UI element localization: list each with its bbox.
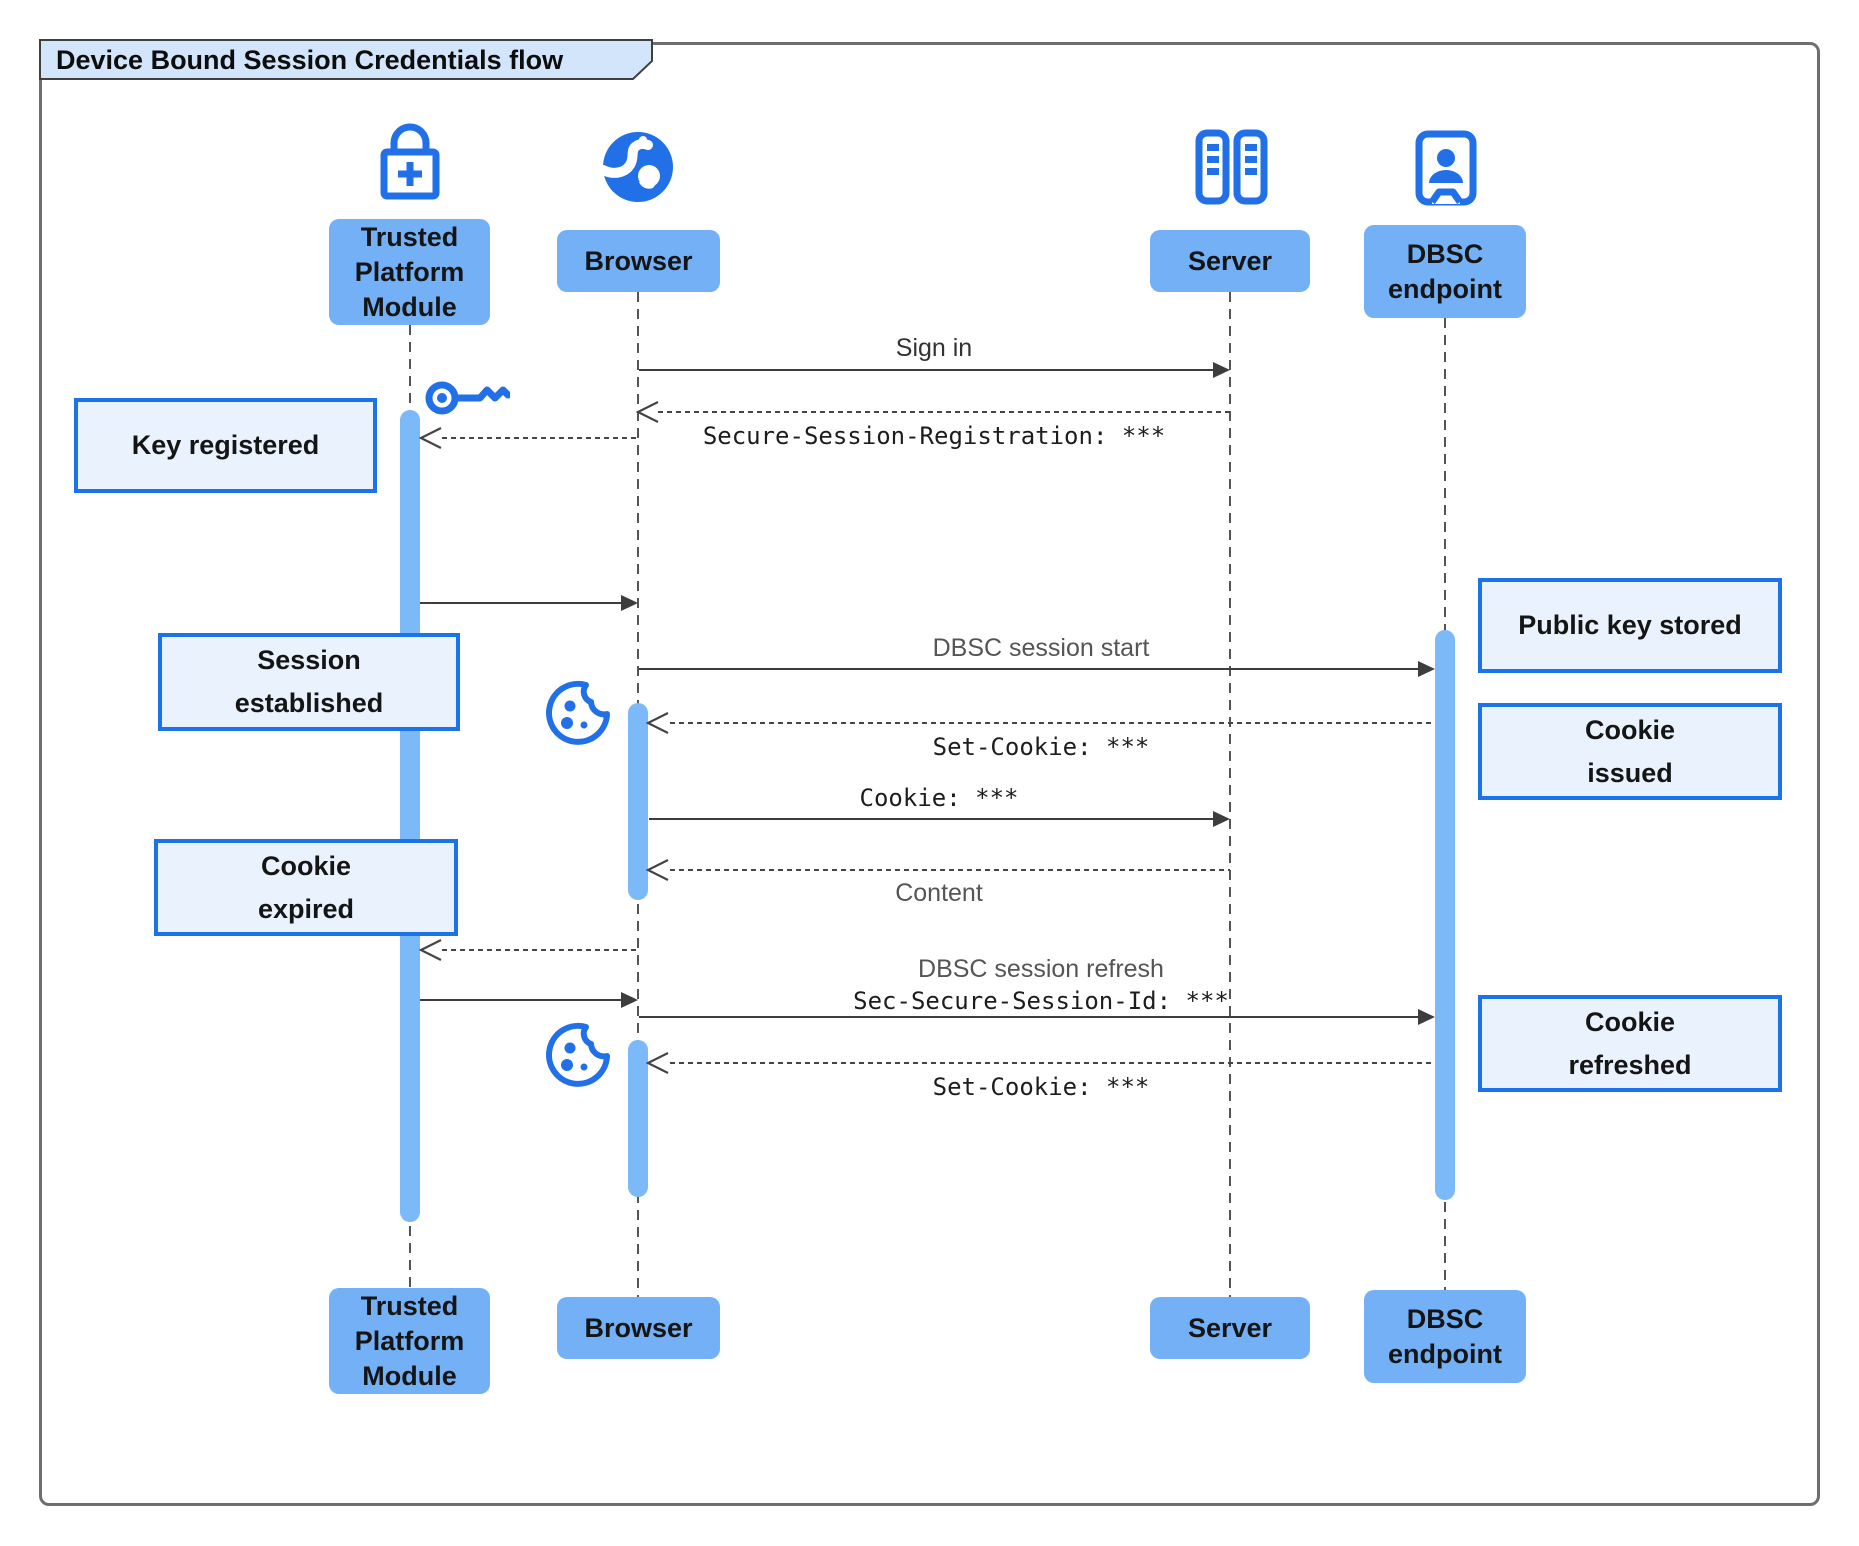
message-label-set-cookie-1: Set-Cookie: *** <box>932 733 1150 761</box>
message-label-dbsc-session-start: DBSC session start <box>932 634 1150 662</box>
arrow-sign-in <box>639 369 1215 371</box>
globe-icon <box>599 132 673 202</box>
arrow-key-registration <box>442 437 638 439</box>
arrowhead-tpm-to-browser-1 <box>621 595 638 611</box>
note-public-key-stored: Public key stored <box>1478 578 1782 673</box>
arrow-content <box>670 869 1230 871</box>
server-rack-icon <box>1195 129 1268 205</box>
message-label-content: Content <box>895 879 983 907</box>
arrow-dbsc-session-start <box>639 668 1418 670</box>
arrow-set-cookie-1 <box>670 722 1435 724</box>
cookie-icon <box>546 1022 610 1087</box>
arrowhead-sign-in <box>1213 362 1230 378</box>
diagram-frame <box>39 42 1820 1506</box>
doorway-person-icon <box>1415 130 1477 206</box>
activation-tpm <box>400 410 420 1222</box>
key-icon <box>425 381 510 415</box>
arrow-session-registration <box>658 411 1230 413</box>
arrowhead-tpm-to-browser-2 <box>621 992 638 1008</box>
message-label-set-cookie-2: Set-Cookie: *** <box>932 1073 1150 1101</box>
actor-browser-top: Browser <box>557 230 720 292</box>
message-label-dbsc-session-refresh: DBSC session refresh <box>918 955 1164 983</box>
actor-dbsc-top: DBSC endpoint <box>1364 225 1526 318</box>
message-label-secure-session-id: Sec-Secure-Session-Id: *** <box>853 987 1229 1015</box>
arrowhead-browser-to-tpm-2 <box>419 939 442 961</box>
diagram-title: Device Bound Session Credentials flow <box>56 45 564 75</box>
lock-plus-icon <box>380 123 440 200</box>
arrowhead-set-cookie-1 <box>646 712 669 734</box>
arrowhead-dbsc-session-refresh <box>1418 1009 1435 1025</box>
arrow-tpm-to-browser-2 <box>420 999 621 1001</box>
arrowhead-session-registration <box>636 401 659 423</box>
arrowhead-set-cookie-2 <box>646 1052 669 1074</box>
title-tab <box>39 39 653 80</box>
actor-tpm-bottom: Trusted Platform Module <box>329 1288 490 1394</box>
arrowhead-dbsc-session-start <box>1418 661 1435 677</box>
actor-browser-bottom: Browser <box>557 1297 720 1359</box>
arrowhead-key-registration <box>419 427 442 449</box>
activation-browser-2 <box>628 1040 648 1197</box>
arrow-dbsc-session-refresh <box>639 1016 1418 1018</box>
arrow-browser-to-tpm-2 <box>442 949 638 951</box>
lifeline-server <box>1229 292 1231 1297</box>
arrowhead-content <box>646 859 669 881</box>
message-label-cookie: Cookie: *** <box>859 784 1019 812</box>
actor-server-bottom: Server <box>1150 1297 1310 1359</box>
arrow-tpm-to-browser-1 <box>420 602 621 604</box>
arrow-cookie <box>649 818 1213 820</box>
arrow-set-cookie-2 <box>670 1062 1435 1064</box>
note-cookie-expired: Cookie expired <box>154 839 458 936</box>
activation-dbsc <box>1435 630 1455 1200</box>
cookie-icon <box>546 680 610 745</box>
note-cookie-refreshed: Cookie refreshed <box>1478 995 1782 1092</box>
note-session-established: Session established <box>158 633 460 731</box>
note-cookie-issued: Cookie issued <box>1478 703 1782 800</box>
actor-server-top: Server <box>1150 230 1310 292</box>
note-key-registered: Key registered <box>74 398 377 493</box>
actor-dbsc-bottom: DBSC endpoint <box>1364 1290 1526 1383</box>
message-label-session-registration: Secure-Session-Registration: *** <box>702 422 1166 450</box>
actor-tpm-top: Trusted Platform Module <box>329 219 490 325</box>
activation-browser-1 <box>628 703 648 900</box>
arrowhead-cookie <box>1213 811 1230 827</box>
message-label-sign-in: Sign in <box>895 334 973 362</box>
